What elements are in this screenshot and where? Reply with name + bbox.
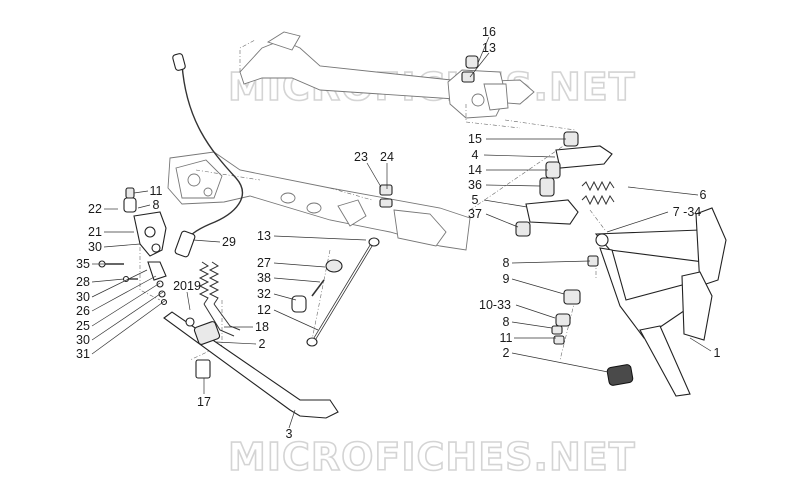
callout-c37: 37 [468, 207, 482, 221]
callout-c5: 5 [472, 193, 479, 207]
center-stand-bushings [461, 55, 613, 345]
leader-line [288, 409, 296, 429]
leader-line [91, 269, 148, 298]
callout-c36: 36 [468, 178, 482, 192]
callout-c23: 23 [354, 150, 368, 164]
side-stand [163, 311, 339, 419]
leader-line [627, 186, 699, 196]
callout-c2b: 2 [503, 346, 510, 360]
callout-c17: 17 [197, 395, 211, 409]
center-stand [594, 207, 727, 397]
leader-line [91, 275, 157, 312]
leader-line [273, 262, 326, 268]
leader-line [483, 199, 528, 208]
callout-c25: 25 [76, 319, 90, 333]
leader-line [91, 291, 164, 341]
callout-c734: 7 -34 [673, 205, 702, 219]
callout-c13a: 13 [482, 41, 496, 55]
leader-line [192, 239, 221, 243]
callout-c27: 27 [257, 256, 271, 270]
callout-c11a: 11 [150, 184, 163, 198]
leader-line [689, 337, 712, 352]
callout-c3: 3 [286, 427, 293, 441]
callout-c2019: 2019 [173, 279, 201, 293]
leader-line [469, 52, 490, 78]
callout-c30a: 30 [88, 240, 102, 254]
callout-c28: 28 [76, 275, 90, 289]
leader-line [477, 36, 490, 64]
watermark-bottom: MICROFICHES.NET [228, 435, 636, 479]
leader-line [215, 341, 257, 345]
leader-line [137, 204, 151, 209]
center-stand-rod [291, 184, 393, 347]
leader-line [273, 235, 367, 241]
callout-c4: 4 [472, 148, 479, 162]
callout-c16: 16 [482, 25, 496, 39]
leader-line [103, 243, 141, 248]
callout-c31: 31 [76, 347, 90, 361]
callout-c9: 9 [503, 272, 510, 286]
stand-bracket-assembly [98, 187, 168, 306]
callout-c13b: 13 [257, 229, 271, 243]
callout-c15: 15 [468, 132, 482, 146]
callout-c8c: 8 [503, 315, 510, 329]
callout-c24: 24 [380, 150, 394, 164]
callout-c2a: 2 [259, 337, 266, 351]
callout-c6: 6 [700, 188, 707, 202]
leader-line [91, 278, 125, 283]
callout-c26: 26 [76, 304, 90, 318]
callout-c30c: 30 [76, 333, 90, 347]
leader-line [511, 260, 591, 264]
leader-line [91, 282, 161, 327]
leader-line [273, 293, 297, 301]
callout-c8b: 8 [503, 256, 510, 270]
callout-c32: 32 [257, 287, 271, 301]
leader-line [485, 213, 519, 228]
leader-line [366, 162, 382, 188]
callout-c29: 29 [222, 235, 236, 249]
callout-c21: 21 [88, 225, 102, 239]
leader-line [485, 184, 541, 187]
assembly-lines [139, 39, 606, 361]
callout-c30b: 30 [76, 290, 90, 304]
callout-c38: 38 [257, 271, 271, 285]
leader-line [186, 291, 191, 311]
callout-c12: 12 [257, 303, 271, 317]
leader-line [511, 352, 609, 373]
stand-switch-cable [172, 53, 243, 258]
callout-c1: 1 [714, 346, 721, 360]
leader-line [515, 304, 556, 319]
frame-middle-tube [167, 151, 471, 251]
stand-springs [198, 180, 615, 337]
leader-line [511, 278, 565, 295]
callout-c8a: 8 [153, 198, 160, 212]
callout-c1033: 10-33 [479, 298, 511, 312]
leader-line [133, 190, 149, 194]
leader-line [273, 277, 321, 283]
leader-line [511, 321, 553, 329]
leader-line [606, 211, 669, 233]
callout-c22: 22 [88, 202, 102, 216]
leader-line [91, 299, 167, 355]
leader-line [273, 309, 319, 331]
callout-c11b: 11 [500, 331, 513, 345]
leader-line [483, 154, 556, 158]
callout-c18: 18 [255, 320, 269, 334]
callout-c35: 35 [76, 257, 90, 271]
callout-c14: 14 [468, 163, 482, 177]
